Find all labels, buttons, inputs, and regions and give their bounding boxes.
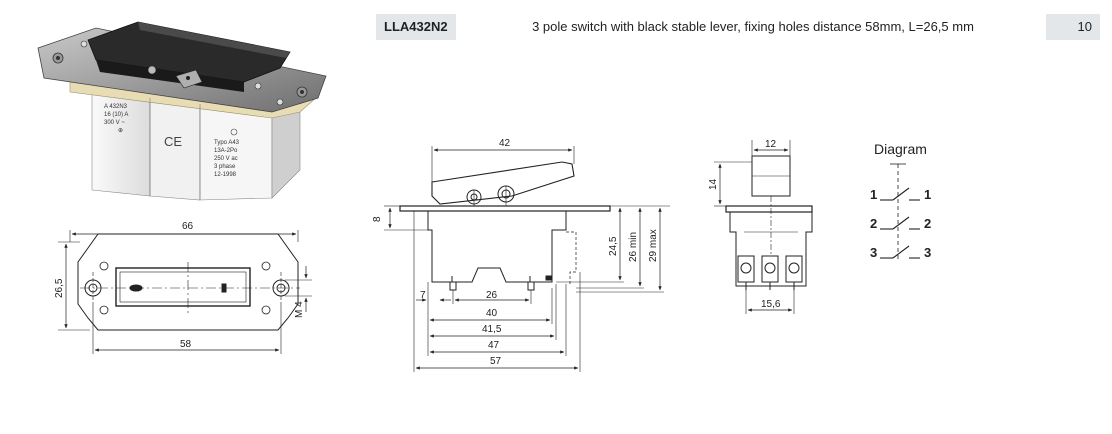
pole-2-left: 2 [870, 216, 877, 231]
pole-3-right: 3 [924, 245, 931, 260]
dim-14: 14 [708, 178, 719, 190]
photo-label-right-1: Typo A43 [214, 140, 240, 146]
photo-label-left-1: A 432N3 [104, 104, 128, 110]
top-view-drawing [58, 230, 312, 354]
product-photo: A 432N3 16 (10) A 300 V ~ ⊕ CE Typo A43 … [37, 21, 327, 201]
dim-41-5: 41,5 [482, 324, 502, 335]
dim-40: 40 [486, 308, 498, 319]
photo-label-right-2: 13A-2Po [214, 148, 238, 154]
photo-label-right-4: 3 phase [214, 164, 236, 170]
dim-12: 12 [765, 139, 777, 150]
dim-height-26-5: 26,5 [54, 278, 65, 298]
dim-height-26-min: 26 min [628, 232, 639, 262]
product-description: 3 pole switch with black stable lever, f… [532, 19, 974, 34]
dim-26: 26 [486, 290, 498, 301]
dim-plate-8: 8 [372, 216, 383, 222]
pole-1-left: 1 [870, 187, 877, 202]
dim-holes-58: 58 [180, 339, 192, 350]
photo-label-right-3: 250 V ac [214, 156, 238, 162]
product-code: LLA432N2 [376, 14, 456, 40]
dim-7: 7 [420, 290, 426, 301]
dim-57: 57 [490, 356, 502, 367]
front-view-drawing [714, 140, 813, 314]
dim-height-24-5: 24,5 [608, 236, 619, 256]
approval-mark-icon [230, 128, 238, 136]
pole-3-left: 3 [870, 245, 877, 260]
ce-mark: CE [164, 134, 182, 149]
dim-15-6: 15,6 [761, 299, 781, 310]
photo-label-right-5: 12-1998 [214, 172, 237, 178]
dim-lever-42: 42 [499, 138, 511, 149]
pole-2-right: 2 [924, 216, 931, 231]
dim-height-29-max: 29 max [648, 229, 659, 262]
photo-mark: ⊕ [118, 128, 123, 134]
diagram-title: Diagram [874, 141, 927, 157]
pole-1-right: 1 [924, 187, 931, 202]
dim-thread-m4: M 4 [294, 301, 305, 318]
dim-width-66: 66 [182, 221, 194, 232]
photo-label-left-3: 300 V ~ [104, 120, 125, 126]
wiring-diagram [880, 163, 920, 262]
page-number: 10 [1046, 14, 1100, 40]
photo-label-left-2: 16 (10) A [104, 112, 128, 118]
dim-47: 47 [488, 340, 500, 351]
side-view-drawing [384, 146, 670, 372]
